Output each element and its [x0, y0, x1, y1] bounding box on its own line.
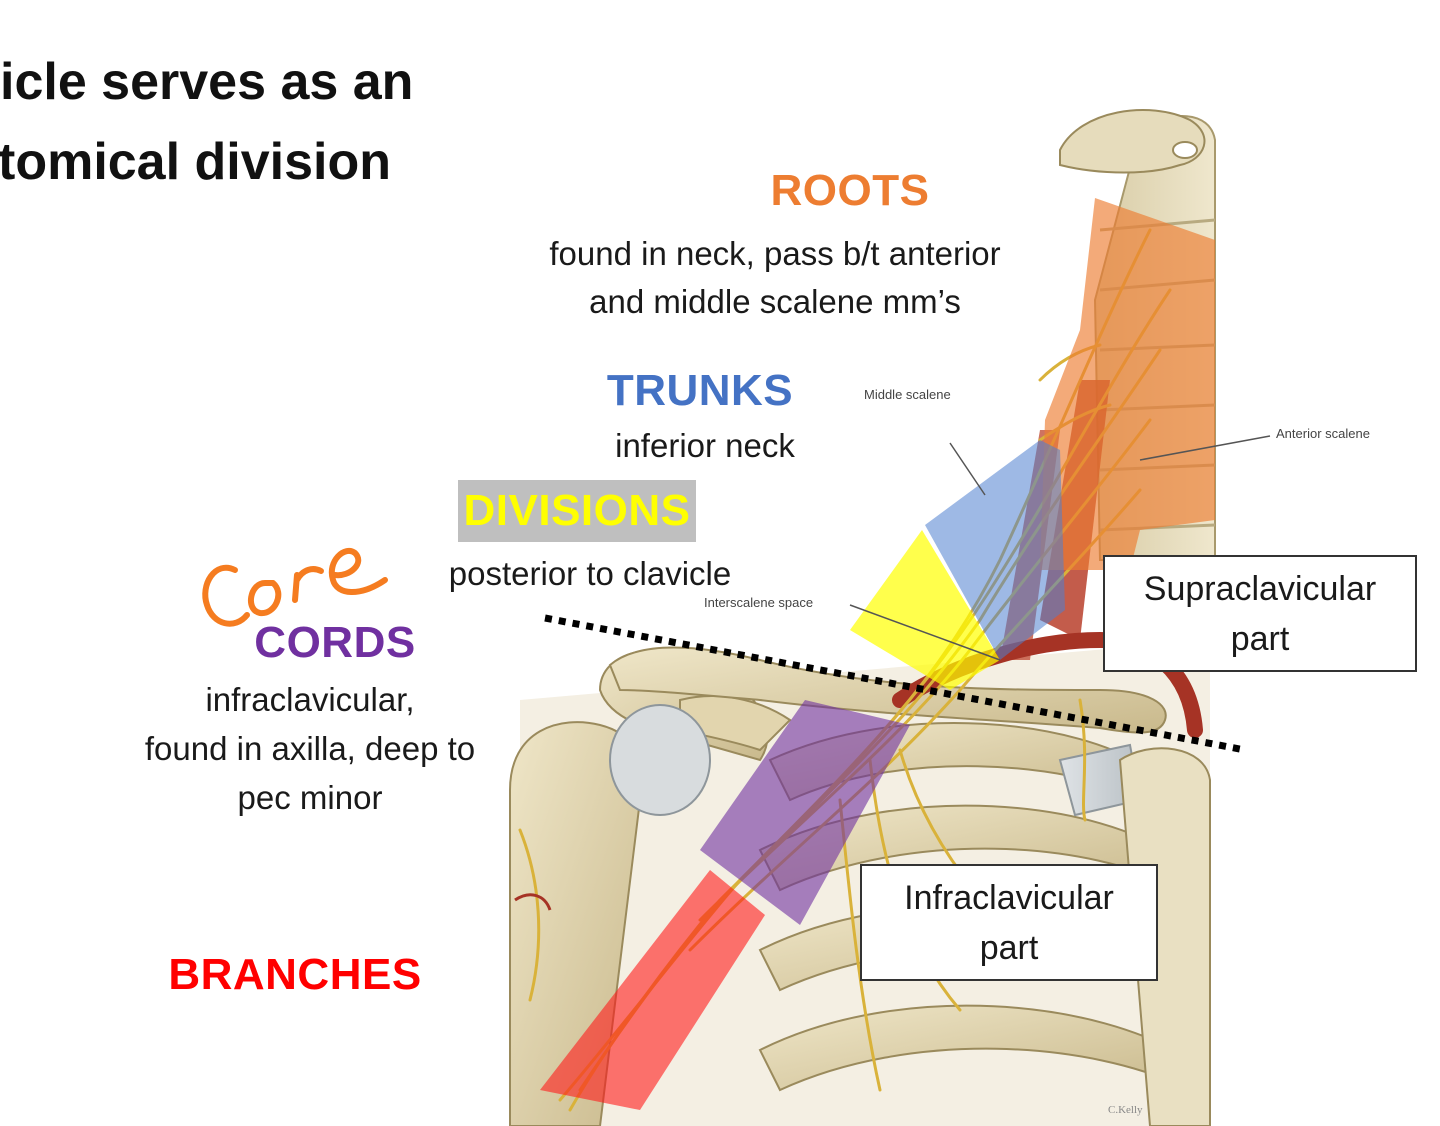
cords-description-line-1: infraclavicular,: [205, 681, 415, 718]
cords-description-line-2: found in axilla, deep to: [144, 730, 476, 767]
roots-description-line-1: found in neck, pass b/t anterior: [549, 235, 1001, 272]
divisions-heading: DIVISIONS: [458, 480, 696, 542]
middle-scalene-label: Middle scalene: [864, 387, 951, 402]
supraclavicular-line-1: Supraclavicular: [1143, 569, 1377, 608]
artist-signature: C.Kelly: [1108, 1104, 1143, 1116]
title-line-2: tomical division: [0, 133, 391, 191]
roots-description-line-2: and middle scalene mm’s: [589, 283, 961, 320]
divisions-overlay: [850, 530, 1000, 690]
infraclavicular-part-box: Infraclavicular part: [860, 864, 1158, 981]
middle-scalene-leader: [949, 442, 986, 496]
supraclavicular-part-box: Supraclavicular part: [1103, 555, 1417, 672]
roots-heading: ROOTS: [770, 166, 930, 215]
trunks-description: inferior neck: [615, 427, 795, 464]
anterior-scalene-leader: [1139, 435, 1271, 461]
clavicle-division-line: [544, 614, 1246, 754]
supraclavicular-line-2: part: [1230, 619, 1290, 658]
interscalene-leader: [849, 604, 1001, 661]
cords-description-line-3: pec minor: [237, 779, 383, 816]
trunks-heading: TRUNKS: [606, 366, 794, 415]
branches-heading: BRANCHES: [168, 950, 422, 999]
anterior-scalene-label: Anterior scalene: [1276, 426, 1370, 441]
interscalene-space-label: Interscalene space: [704, 595, 814, 610]
title-line-1: icle serves as an: [0, 53, 414, 111]
cords-overlay: [700, 700, 910, 925]
sternum: [1118, 747, 1211, 1126]
handwritten-core-note: [202, 548, 388, 627]
branches-overlay: [540, 870, 765, 1110]
roots-overlay: [1040, 198, 1215, 570]
trunks-overlay: [925, 440, 1065, 660]
divisions-description: posterior to clavicle: [448, 555, 732, 592]
cords-heading: CORDS: [254, 618, 416, 667]
infraclavicular-line-2: part: [979, 928, 1039, 967]
circumflex-nerve: [514, 893, 552, 911]
infraclavicular-line-1: Infraclavicular: [904, 878, 1114, 917]
